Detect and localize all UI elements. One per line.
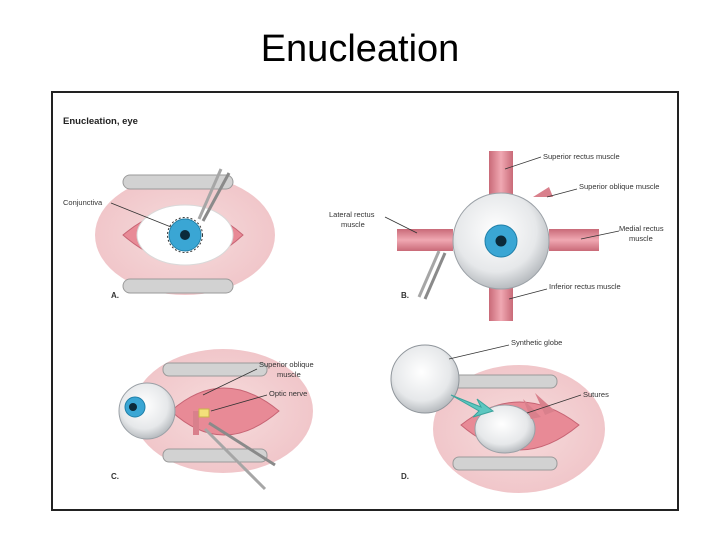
panel-d-letter: D. — [401, 472, 409, 481]
panel-d: Synthetic globe Sutures D. — [390, 338, 609, 493]
slide-title: Enucleation — [260, 28, 460, 70]
panel-a-leader-conjunctiva — [110, 202, 172, 228]
panel-d-retractor-top — [452, 374, 558, 389]
panel-b-scissors-1 — [423, 252, 447, 300]
label-lateral-rectus-1: Lateral rectus — [329, 210, 375, 219]
panel-d-synthetic-globe — [390, 344, 460, 414]
label-optic-nerve: Optic nerve — [269, 389, 307, 398]
panel-a-letter: A. — [111, 291, 119, 300]
panel-a-pupil — [180, 230, 190, 240]
panel-a: Conjunctiva A. — [63, 168, 275, 300]
panel-c-scissors-1 — [208, 421, 276, 467]
label-conjunctiva: Conjunctiva — [63, 198, 103, 207]
label-sutures: Sutures — [583, 390, 609, 399]
panel-d-muscle-2 — [535, 393, 555, 415]
label-medial-rectus-2: muscle — [629, 234, 653, 243]
label-lateral-rectus-2: muscle — [341, 220, 365, 229]
panel-b: Superior rectus muscle Superior oblique … — [329, 151, 664, 321]
panel-c-scissors-2 — [203, 427, 267, 491]
figure-frame: Enucleation, eye Conjunctiva A. — [51, 91, 679, 511]
panel-b-leader-ir — [508, 288, 548, 300]
panel-d-insert-arrow — [450, 394, 495, 418]
label-synthetic-globe: Synthetic globe — [511, 338, 562, 347]
panel-b-leader-mr — [580, 230, 620, 240]
panel-b-leader-lr — [384, 216, 418, 234]
panel-b-medial-rectus — [549, 229, 599, 251]
panel-a-forceps-2 — [197, 168, 223, 220]
panel-b-leader-so — [546, 188, 578, 198]
panel-b-leader-sr — [504, 156, 542, 170]
label-medial-rectus-1: Medial rectus — [619, 224, 664, 233]
panel-c: Superior oblique muscle Optic nerve C. — [111, 349, 314, 491]
panel-d-implant — [474, 404, 536, 454]
panel-a-retractor-top — [122, 174, 234, 190]
panel-d-muscle-1 — [523, 399, 541, 419]
panel-b-pupil — [495, 235, 507, 247]
panel-c-pupil — [129, 403, 137, 411]
panel-a-incision — [167, 217, 203, 253]
label-superior-rectus: Superior rectus muscle — [543, 152, 620, 161]
panel-d-retractor-bottom — [452, 456, 558, 471]
panel-c-leader-so — [202, 368, 258, 396]
label-inferior-rectus: Inferior rectus muscle — [549, 282, 621, 291]
panel-a-forceps-1 — [201, 172, 231, 222]
panel-b-superior-oblique — [533, 187, 553, 197]
panel-c-leader-on — [210, 394, 268, 412]
enucleation-illustration: Enucleation, eye Conjunctiva A. — [63, 116, 664, 493]
panel-c-letter: C. — [111, 472, 119, 481]
panel-c-optic-nerve — [198, 408, 210, 418]
panel-b-scissors-2 — [417, 250, 441, 298]
panel-a-retractor-bottom — [122, 278, 234, 294]
label-superior-oblique: Superior oblique muscle — [579, 182, 659, 191]
panel-b-lateral-rectus — [397, 229, 453, 251]
panel-d-leader-globe — [448, 344, 510, 360]
figure-title: Enucleation, eye — [63, 116, 138, 127]
panel-c-muscle-stump — [193, 411, 199, 435]
panel-c-retractor-bottom — [162, 448, 268, 463]
panel-b-letter: B. — [401, 291, 409, 300]
label-c-superior-oblique-2: muscle — [277, 370, 301, 379]
panel-d-leader-sutures — [526, 394, 582, 414]
label-c-superior-oblique-1: Superior oblique — [259, 360, 314, 369]
panel-c-retractor-top — [162, 362, 268, 377]
